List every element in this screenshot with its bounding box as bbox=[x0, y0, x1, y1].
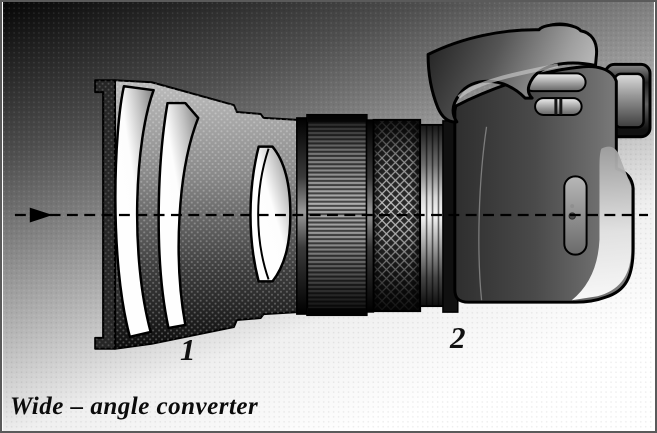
axis-arrowhead bbox=[29, 207, 53, 223]
callout-2-lens: 2 bbox=[450, 320, 466, 355]
camera-body-shell bbox=[453, 65, 635, 304]
mode-switch bbox=[534, 97, 583, 116]
camera-body-seam bbox=[478, 126, 488, 301]
figure-caption: Wide – angle converter bbox=[10, 393, 259, 420]
pentaprism-highlight bbox=[457, 63, 559, 99]
optical-axis bbox=[14, 207, 649, 223]
callout-1-converter: 1 bbox=[180, 332, 196, 367]
camera-body bbox=[426, 22, 652, 304]
camera-back-highlight bbox=[571, 146, 632, 301]
converter-lens-element-1 bbox=[114, 84, 155, 339]
